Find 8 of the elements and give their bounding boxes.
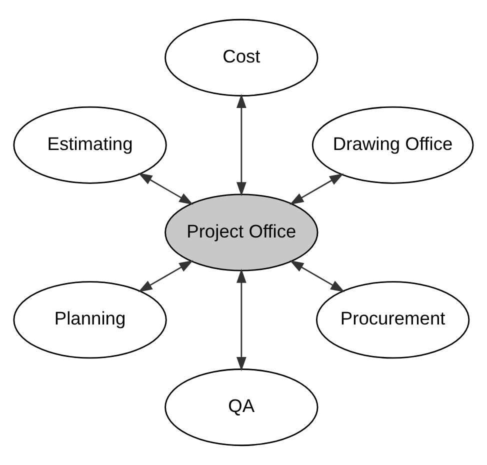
arrow xyxy=(290,260,345,292)
arrow xyxy=(138,260,194,292)
arrow xyxy=(236,268,246,372)
arrow xyxy=(236,94,246,196)
arrow xyxy=(290,173,344,205)
node-ellipse: Cost xyxy=(164,18,318,96)
arrow xyxy=(138,172,194,205)
node-ellipse: QA xyxy=(164,368,318,446)
